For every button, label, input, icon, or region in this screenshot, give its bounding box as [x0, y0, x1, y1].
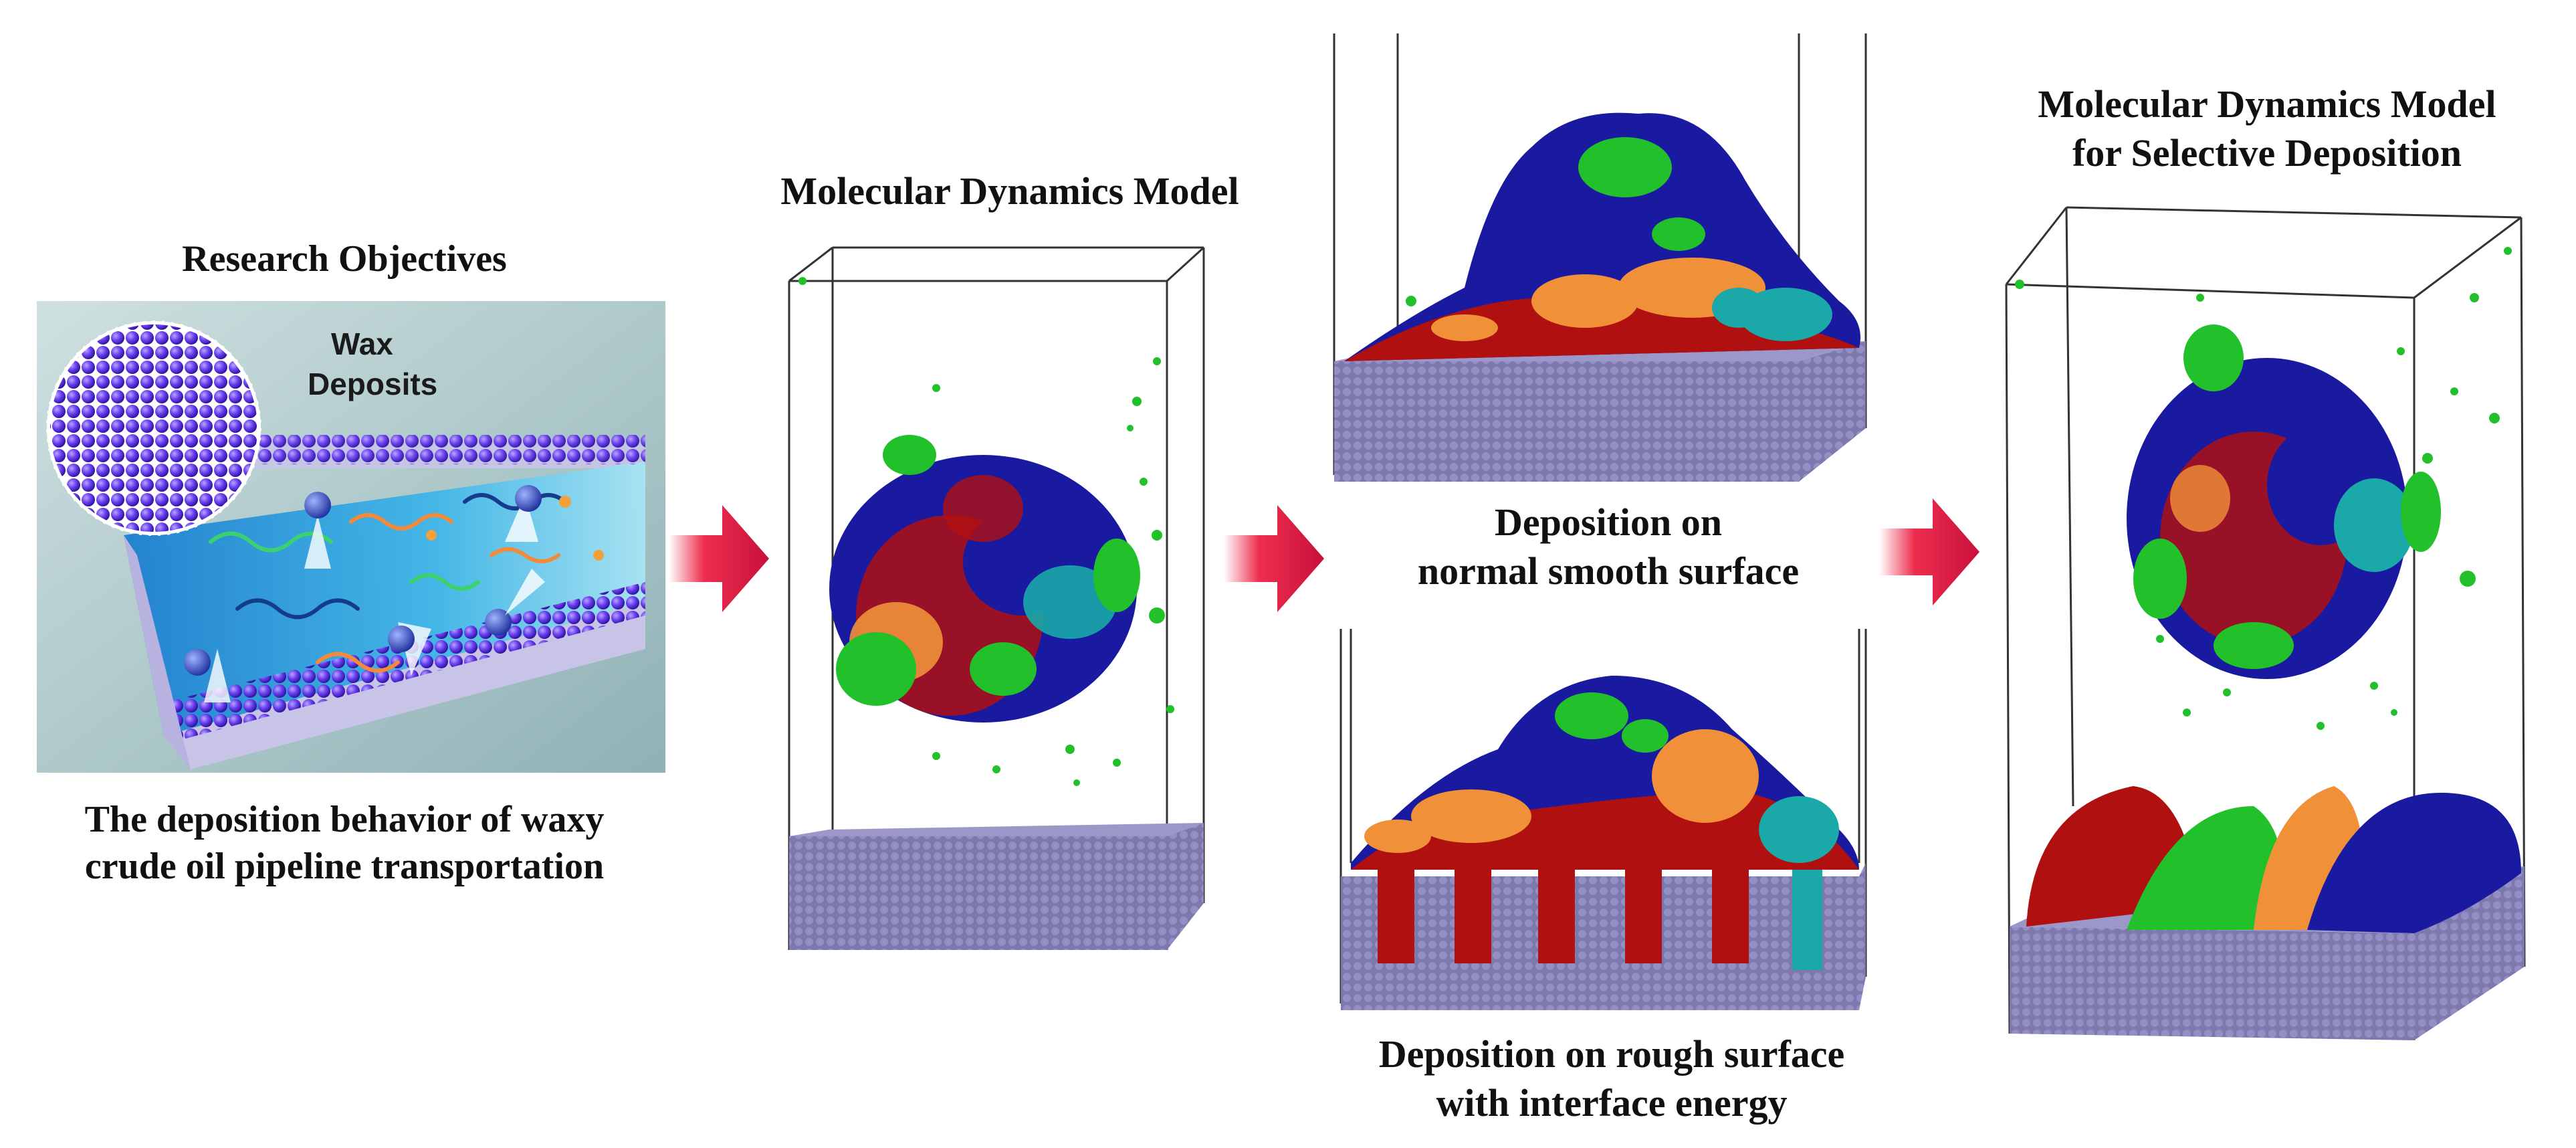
- arrow-right-icon: [1224, 505, 1324, 612]
- objectives-title: Research Objectives: [182, 238, 507, 280]
- pipeline-illustration: Wax Deposits: [37, 301, 665, 773]
- arrow-right-icon: [1879, 498, 1979, 605]
- md-model-title: Molecular Dynamics Model: [780, 169, 1239, 213]
- selective-deposition-box: [2000, 204, 2535, 1054]
- rough-surface-box: [1331, 629, 1886, 1017]
- rough-caption-line1: Deposition on rough surface: [1378, 1032, 1845, 1076]
- inset-label-deposits: Deposits: [308, 367, 437, 401]
- smooth-caption-line1: Deposition on: [1494, 500, 1722, 544]
- smooth-surface-box: [1331, 33, 1886, 488]
- pipeline-svg: Wax Deposits: [37, 301, 665, 773]
- selective-title-line2: for Selective Deposition: [2072, 130, 2462, 175]
- smooth-surface-caption: Deposition on normal smooth surface: [1331, 498, 1886, 595]
- objectives-caption: The deposition behavior of waxy crude oi…: [0, 796, 689, 890]
- inset-label-wax: Wax: [331, 326, 393, 361]
- selective-title: Molecular Dynamics Model for Selective D…: [1966, 80, 2568, 177]
- smooth-caption-line2: normal smooth surface: [1417, 549, 1800, 593]
- rough-surface-caption: Deposition on rough surface with interfa…: [1311, 1030, 1913, 1127]
- rough-caption-line2: with interface energy: [1436, 1080, 1788, 1125]
- arrow-right-icon: [669, 505, 769, 612]
- md-model-box: [782, 241, 1224, 970]
- objectives-caption-line2: crude oil pipeline transportation: [84, 846, 605, 887]
- selective-title-line1: Molecular Dynamics Model: [2038, 82, 2496, 126]
- objectives-caption-line1: The deposition behavior of waxy: [84, 799, 605, 840]
